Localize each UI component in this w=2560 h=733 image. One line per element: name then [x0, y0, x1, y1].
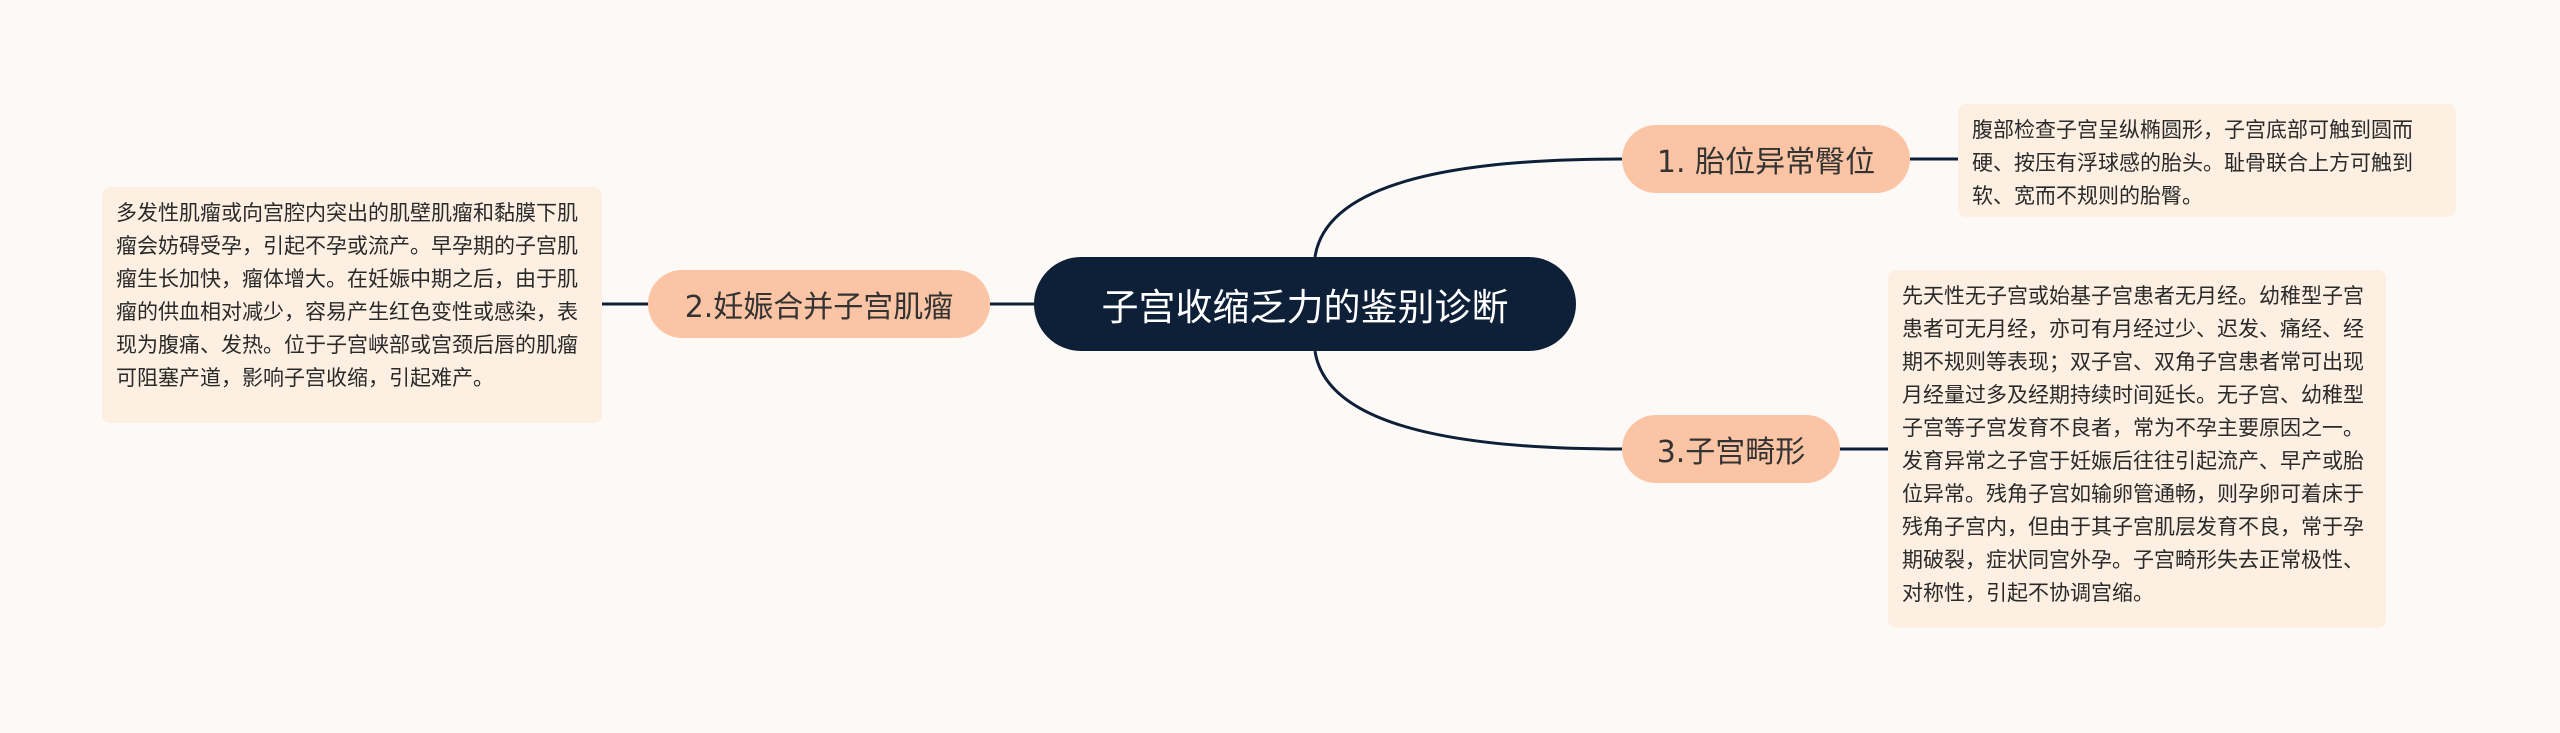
- branch-node-uterine-fibroids[interactable]: 2.妊娠合并子宫肌瘤: [648, 270, 990, 338]
- root-label: 子宫收缩乏力的鉴别诊断: [1101, 286, 1509, 329]
- root-node[interactable]: 子宫收缩乏力的鉴别诊断: [1034, 257, 1576, 351]
- leaf-detail-breech-position: 腹部检查子宫呈纵椭圆形，子宫底部可触到圆而硬、按压有浮球感的胎头。耻骨联合上方可…: [1958, 104, 2456, 217]
- leaf-text: 先天性无子宫或始基子宫患者无月经。幼稚型子宫患者可无月经，亦可有月经过少、迟发、…: [1902, 284, 2364, 605]
- connector-root-to-branch-3: [1313, 350, 1623, 451]
- branch-node-breech-position[interactable]: 1. 胎位异常臀位: [1622, 125, 1910, 193]
- connector-root-to-branch-1: [1313, 157, 1623, 258]
- leaf-detail-uterine-fibroids: 多发性肌瘤或向宫腔内突出的肌壁肌瘤和黏膜下肌瘤会妨碍受孕，引起不孕或流产。早孕期…: [102, 187, 602, 423]
- leaf-text: 腹部检查子宫呈纵椭圆形，子宫底部可触到圆而硬、按压有浮球感的胎头。耻骨联合上方可…: [1972, 118, 2413, 208]
- branch-label: 1. 胎位异常臀位: [1656, 145, 1876, 180]
- leaf-text: 多发性肌瘤或向宫腔内突出的肌壁肌瘤和黏膜下肌瘤会妨碍受孕，引起不孕或流产。早孕期…: [116, 201, 578, 390]
- leaf-detail-uterine-malformation: 先天性无子宫或始基子宫患者无月经。幼稚型子宫患者可无月经，亦可有月经过少、迟发、…: [1888, 270, 2386, 628]
- branch-label: 2.妊娠合并子宫肌瘤: [684, 290, 954, 325]
- branch-node-uterine-malformation[interactable]: 3.子宫畸形: [1622, 415, 1840, 483]
- branch-label: 3.子宫畸形: [1656, 435, 1806, 470]
